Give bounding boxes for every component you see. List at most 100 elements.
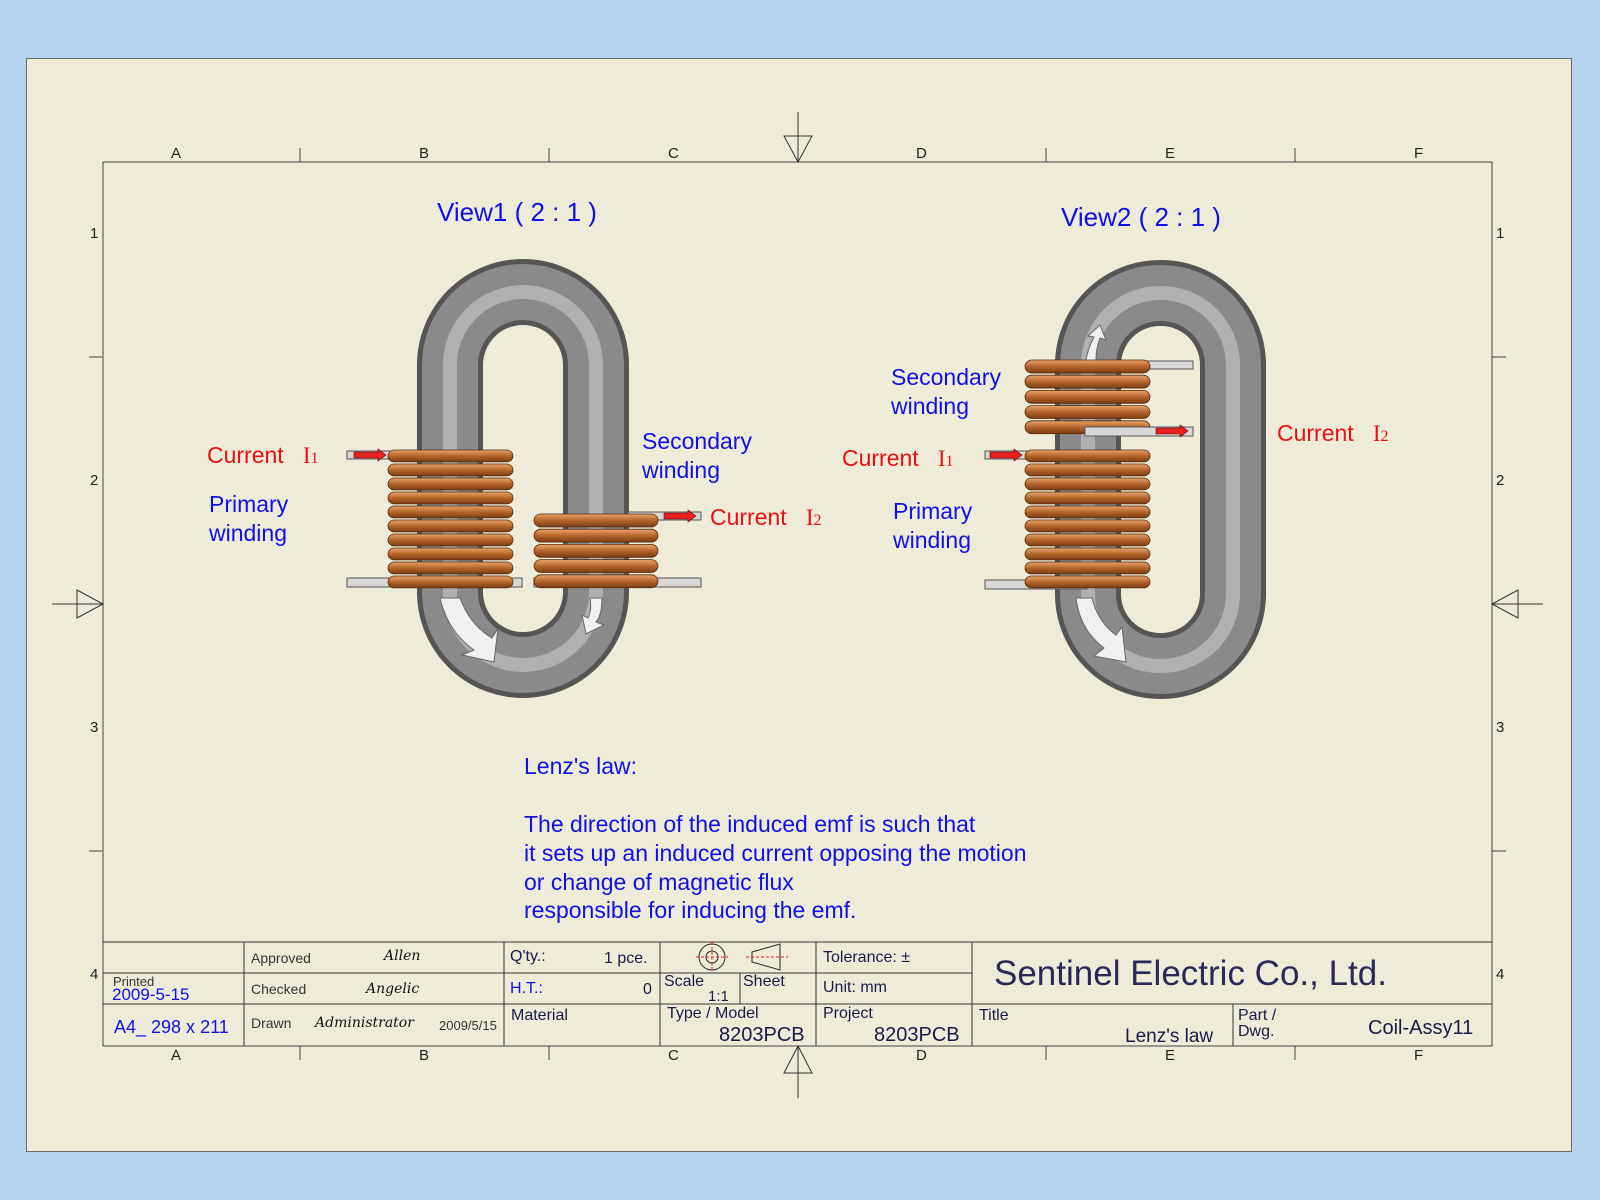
label-text: Current	[1277, 420, 1354, 446]
winding-turn	[387, 449, 514, 463]
winding-turn	[1024, 405, 1151, 419]
approved-signature: Allen	[384, 948, 421, 964]
winding-turn	[387, 505, 514, 519]
winding-turn	[1024, 359, 1151, 374]
view2-title: View2 ( 2 : 1 )	[1061, 202, 1221, 232]
project-label: Project	[823, 1005, 873, 1022]
current-arrow-icon	[989, 448, 1023, 462]
zone-row-label: 4	[90, 966, 99, 983]
drawing-sheet	[26, 58, 1572, 1152]
view1-secondary-label-2: winding	[642, 457, 720, 483]
zone-column-label: E	[1165, 145, 1176, 162]
current-arrow-icon	[663, 509, 697, 523]
winding-turn	[387, 491, 514, 505]
printed-label: Printed	[113, 974, 155, 989]
unit-label: Unit: mm	[823, 979, 887, 996]
winding-turn	[387, 547, 514, 561]
zone-row-label: 4	[1496, 966, 1505, 983]
view2-current-i1-label: Current I1	[842, 446, 954, 471]
zone-row-label: 3	[90, 719, 99, 736]
note-line: responsible for inducing the emf.	[524, 897, 857, 923]
zone-column-label: F	[1414, 1047, 1424, 1064]
winding-turn	[533, 513, 659, 528]
symbol: I	[937, 446, 946, 471]
material-label: Material	[511, 1007, 568, 1024]
winding-turn	[387, 575, 514, 589]
winding-turn	[1024, 533, 1151, 547]
note-line: it sets up an induced current opposing t…	[524, 840, 1027, 866]
qty-label: Q'ty.:	[510, 948, 546, 965]
winding-turn	[1024, 561, 1151, 575]
note-line: The direction of the induced emf is such…	[524, 811, 976, 837]
qty-value: 1 pce.	[604, 950, 648, 967]
symbol: I	[302, 443, 311, 468]
part-value: Coil-Assy11	[1368, 1017, 1474, 1039]
label-text: Current	[710, 504, 787, 530]
title-value: Lenz's law	[1125, 1026, 1214, 1047]
current-arrow-icon	[353, 448, 387, 462]
flux-arrow-icon	[439, 597, 499, 663]
zone-row-label: 1	[1496, 225, 1505, 242]
centering-marks	[52, 112, 1543, 1098]
flux-arrow-icon	[1075, 597, 1127, 663]
winding-turn	[533, 528, 659, 543]
flux-arrow-icon	[581, 597, 606, 635]
zone-row-label: 3	[1496, 719, 1505, 736]
winding-turn	[387, 463, 514, 477]
note-line: or change of magnetic flux	[524, 869, 794, 895]
winding-turn	[387, 519, 514, 533]
view2-primary-label-2: winding	[893, 527, 971, 553]
view1-secondary-label-1: Secondary	[642, 428, 752, 454]
dwg-label: Dwg.	[1238, 1023, 1275, 1040]
zone-column-label: A	[171, 1047, 182, 1064]
winding-turn	[1024, 575, 1151, 589]
view2-primary-winding	[1024, 449, 1151, 589]
ht-value: 0	[643, 981, 652, 998]
winding-turn	[533, 544, 659, 558]
zone-ticks	[89, 148, 1506, 1060]
view2-secondary-label-2: winding	[891, 393, 969, 419]
subscript: 2	[813, 512, 822, 529]
winding-turn	[1024, 374, 1151, 389]
view1-secondary-winding	[533, 513, 659, 589]
zone-column-label: D	[916, 145, 927, 162]
part-label: Part /	[1238, 1007, 1277, 1024]
subscript: 1	[310, 450, 319, 467]
printed-date: 2009-5-15	[112, 985, 190, 1004]
scale-value: 1:1	[708, 988, 729, 1005]
view1-title: View1 ( 2 : 1 )	[437, 197, 597, 227]
winding-turn	[533, 559, 659, 573]
winding-turn	[1024, 463, 1151, 477]
symbol: I	[805, 505, 814, 530]
view1-current-i2-label: Current I2	[710, 504, 822, 530]
type-model-label: Type / Model	[667, 1005, 759, 1022]
view1-primary-winding	[387, 449, 514, 589]
winding-turn	[1024, 389, 1151, 404]
drawn-label: Drawn	[251, 1015, 292, 1031]
drawn-signature: Administrator	[315, 1015, 414, 1031]
sheet-label: Sheet	[743, 973, 785, 990]
zone-column-label: B	[419, 1047, 430, 1064]
project-value: 8203PCB	[874, 1024, 960, 1046]
subscript: 2	[1380, 428, 1389, 445]
zone-column-label: A	[171, 145, 182, 162]
drawn-date: 2009/5/15	[439, 1018, 497, 1033]
approved-label: Approved	[251, 950, 311, 966]
zone-column-label: E	[1165, 1047, 1176, 1064]
subscript: 1	[945, 453, 954, 470]
current-arrow-icon	[1155, 424, 1189, 438]
note-heading: Lenz's law:	[524, 753, 638, 779]
company-name: Sentinel Electric Co., Ltd.	[994, 954, 1387, 993]
ht-label: H.T.:	[510, 980, 543, 997]
view2-current-i2-label: Current I2	[1277, 420, 1389, 446]
zone-row-label: 2	[1496, 472, 1505, 489]
winding-turn	[387, 533, 514, 547]
symbol: I	[1372, 421, 1381, 446]
type-model-value: 8203PCB	[719, 1024, 805, 1046]
winding-turn	[1024, 547, 1151, 561]
tolerance-label: Tolerance: ±	[823, 949, 911, 966]
winding-turn	[1024, 477, 1151, 491]
flux-arrow-icon	[1085, 324, 1107, 361]
winding-turn	[1024, 519, 1151, 533]
